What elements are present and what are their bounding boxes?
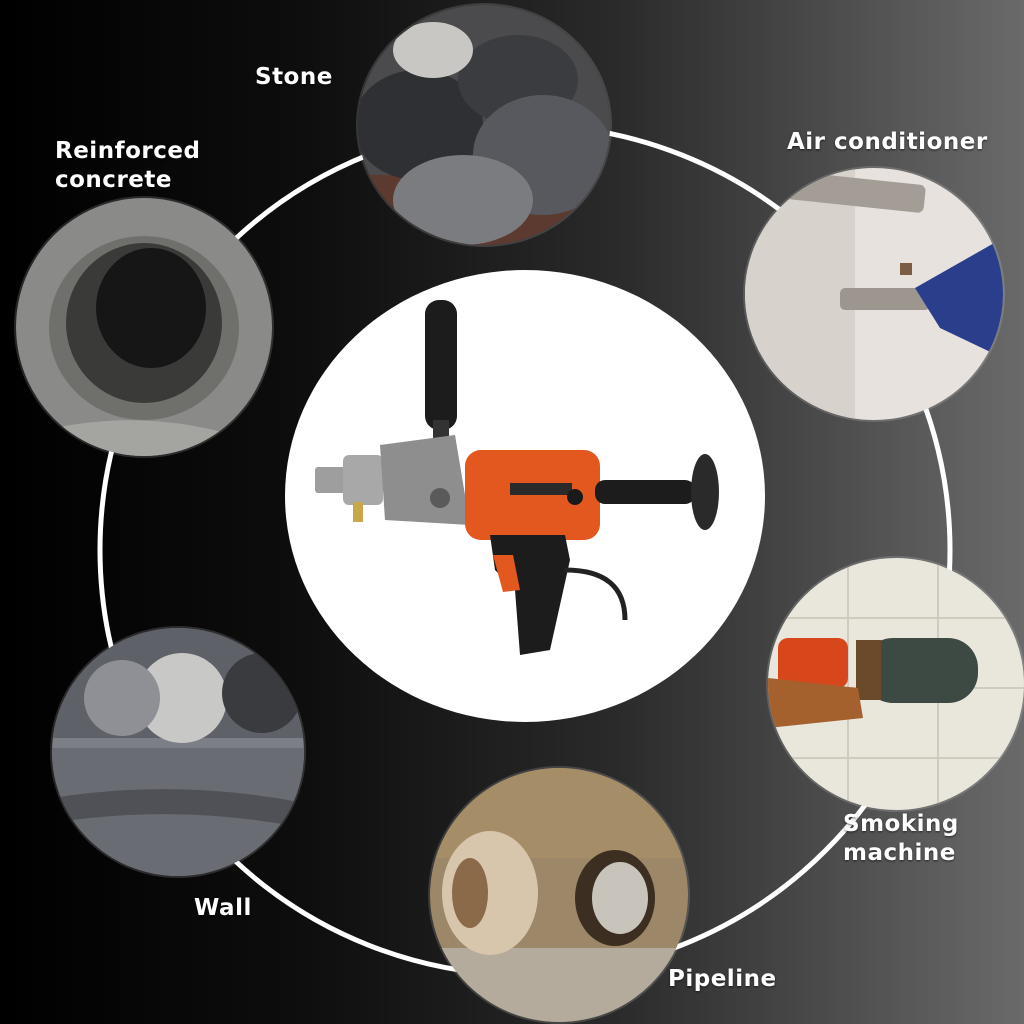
wall-photo bbox=[52, 628, 304, 876]
label-pipeline: Pipeline bbox=[668, 966, 777, 992]
label-wall: Wall bbox=[194, 895, 252, 921]
pipeline-photo bbox=[430, 768, 688, 1022]
label-smoking-machine: Smoking machine bbox=[843, 811, 959, 866]
core-drill-machine-icon bbox=[315, 300, 719, 655]
label-stone: Stone bbox=[255, 64, 333, 90]
reinforced-concrete-photo bbox=[16, 198, 272, 456]
label-reinforced-concrete: Reinforced concrete bbox=[55, 138, 201, 193]
smoking-machine-photo bbox=[768, 558, 1024, 810]
label-air-conditioner: Air conditioner bbox=[787, 129, 988, 155]
air-conditioner-photo bbox=[745, 168, 1003, 420]
stone-photo bbox=[358, 5, 610, 245]
product-circle bbox=[285, 270, 765, 722]
